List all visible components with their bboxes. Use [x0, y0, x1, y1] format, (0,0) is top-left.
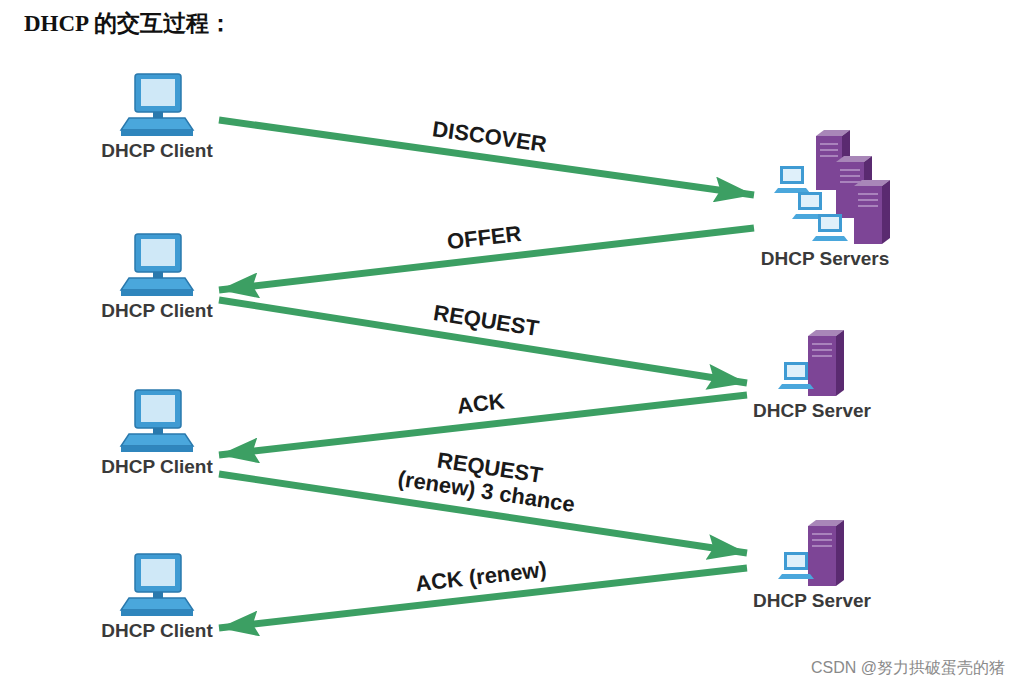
message-label: REQUEST [428, 300, 545, 342]
server-icon [772, 326, 852, 400]
computer-icon [119, 72, 195, 140]
message-label: DISCOVER [427, 116, 552, 157]
client-node: DHCP Client [95, 552, 219, 643]
client-node: DHCP Client [95, 388, 219, 479]
message-label: ACK [452, 389, 510, 419]
computer-icon [119, 232, 195, 300]
node-label: DHCP Server [753, 590, 871, 613]
server-icon [772, 516, 852, 590]
server-node: DHCP Server [747, 326, 877, 423]
message-label: REQUEST (renew) 3 chance [386, 442, 589, 519]
node-label: DHCP Servers [761, 248, 890, 271]
node-label: DHCP Client [101, 300, 213, 323]
message-arrow [219, 300, 747, 383]
server-node: DHCP Server [747, 516, 877, 613]
server-icon [760, 126, 890, 248]
computer-icon [119, 552, 195, 620]
computer-icon [119, 388, 195, 456]
message-label: ACK (renew) [410, 557, 552, 597]
server-node: DHCP Servers [754, 126, 896, 271]
watermark: CSDN @努力拱破蛋壳的猪 [811, 658, 1005, 679]
client-node: DHCP Client [95, 232, 219, 323]
node-label: DHCP Client [101, 456, 213, 479]
node-label: DHCP Client [101, 140, 213, 163]
message-label: OFFER [442, 221, 527, 255]
client-node: DHCP Client [95, 72, 219, 163]
node-label: DHCP Client [101, 620, 213, 643]
node-label: DHCP Server [753, 400, 871, 423]
diagram-title: DHCP 的交互过程： [24, 8, 232, 39]
